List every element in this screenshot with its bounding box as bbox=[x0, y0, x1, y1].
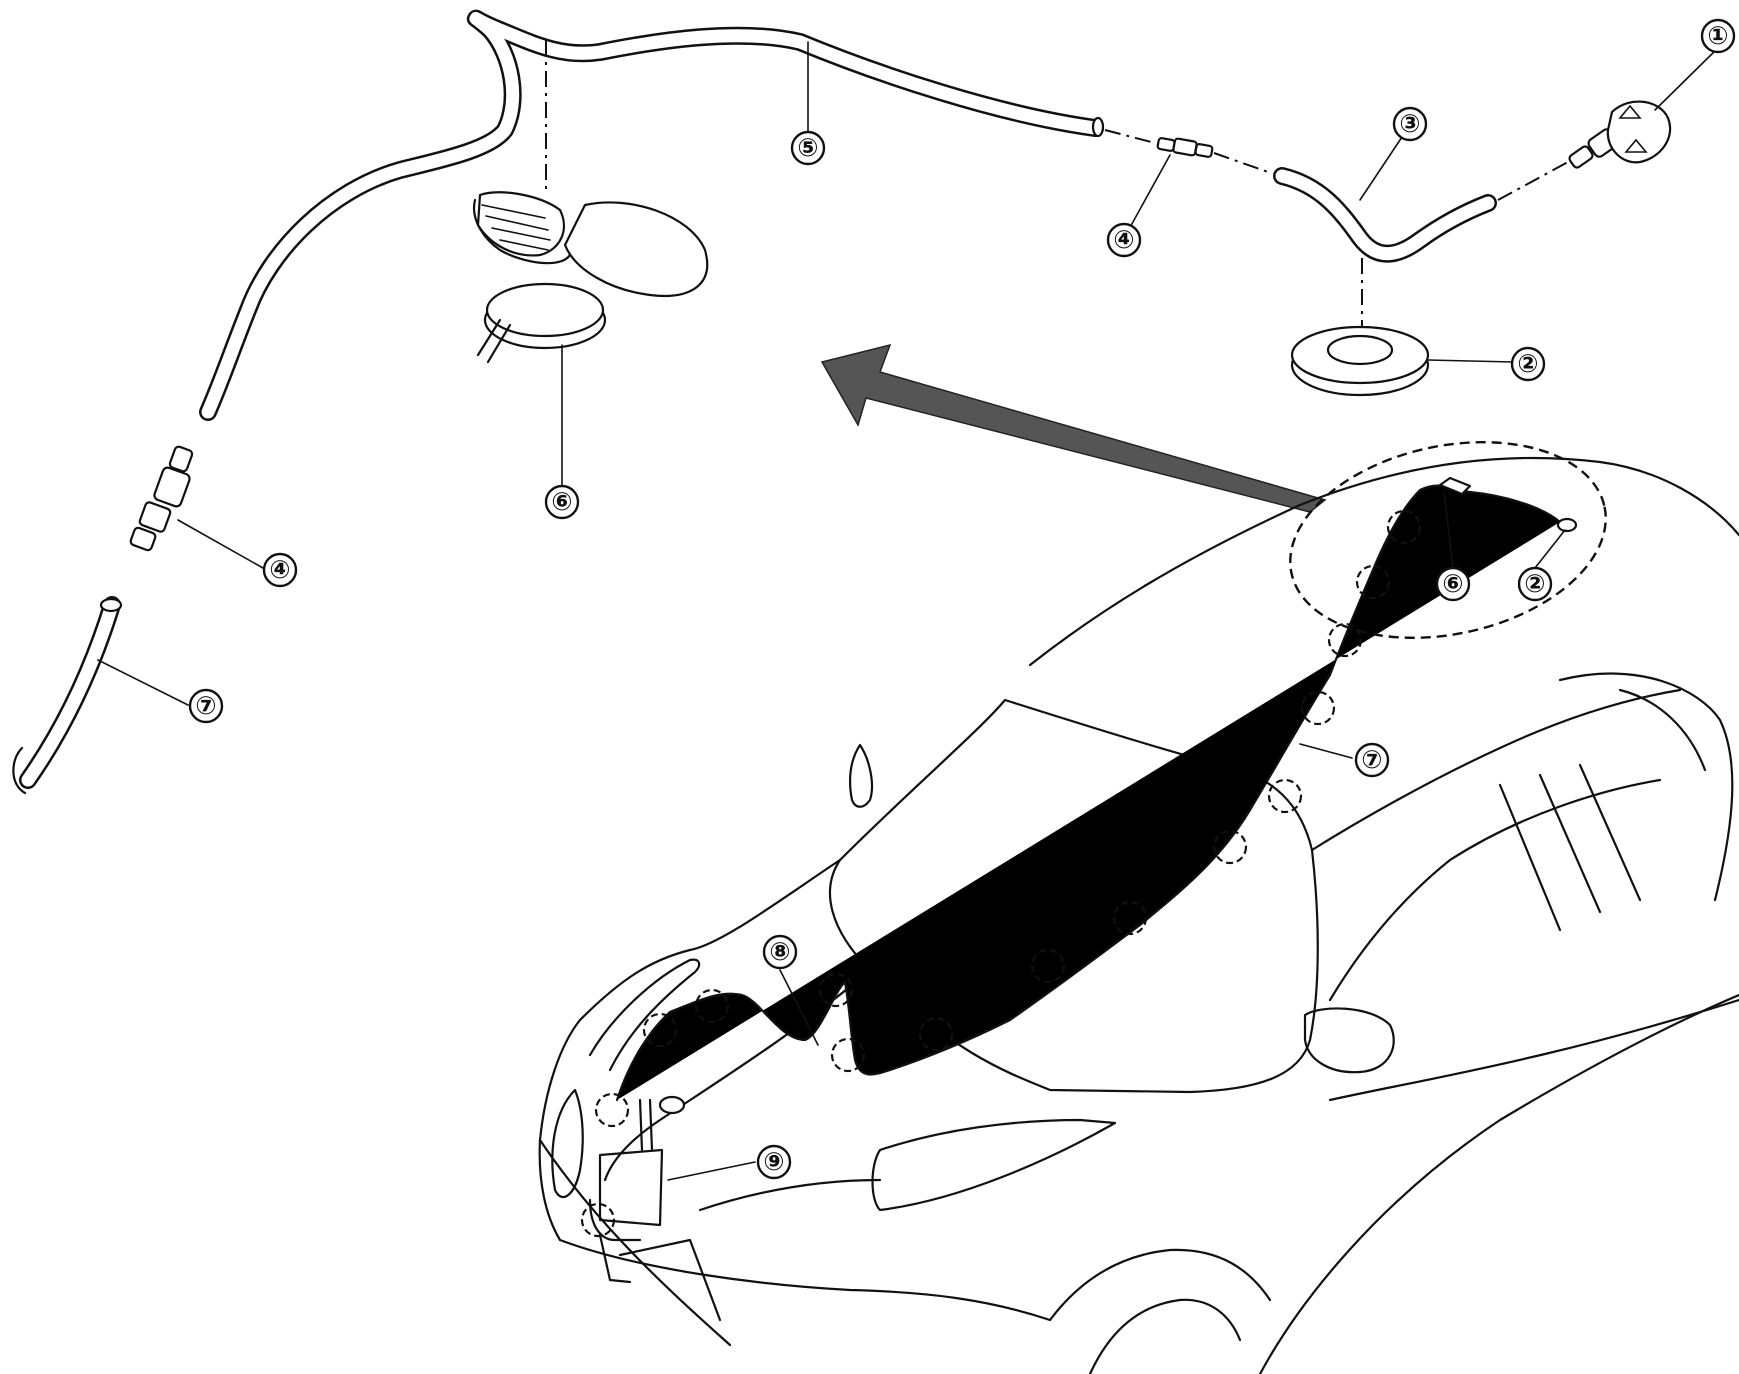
callout-4: ④ bbox=[1106, 222, 1142, 258]
vehicle-body-outline bbox=[538, 456, 1739, 1374]
callout-7-vehicle: ⑦ bbox=[1354, 742, 1390, 778]
svg-text:⑦: ⑦ bbox=[1361, 746, 1382, 774]
svg-text:④: ④ bbox=[269, 556, 290, 584]
callout-9: ⑨ bbox=[756, 1144, 792, 1180]
svg-text:⑤: ⑤ bbox=[797, 134, 818, 162]
hose-clip bbox=[1030, 948, 1066, 984]
svg-text:②: ② bbox=[1524, 570, 1545, 598]
hose-clip bbox=[694, 988, 730, 1024]
svg-text:④: ④ bbox=[1113, 226, 1134, 254]
assembly-line bbox=[1104, 129, 1156, 144]
svg-text:③: ③ bbox=[1399, 110, 1420, 138]
svg-text:⑧: ⑧ bbox=[769, 938, 790, 966]
hose-clip bbox=[1386, 509, 1422, 545]
hose-clip bbox=[1212, 829, 1248, 865]
hose-joint-4-lower bbox=[129, 445, 194, 552]
svg-text:⑥: ⑥ bbox=[551, 488, 572, 516]
hose-clip bbox=[830, 1037, 866, 1073]
hose-clip bbox=[1112, 900, 1148, 936]
callout-2: ② bbox=[1510, 346, 1546, 382]
hose-clip bbox=[818, 972, 854, 1008]
hose-clip bbox=[1327, 622, 1363, 658]
callout-6: ⑥ bbox=[544, 484, 580, 520]
assembly-line bbox=[1213, 152, 1269, 173]
svg-text:②: ② bbox=[1517, 350, 1538, 378]
detail-arrow bbox=[820, 343, 1327, 513]
hose-clip bbox=[918, 1016, 954, 1052]
washer-hose-3 bbox=[1273, 167, 1497, 263]
hose-clip bbox=[594, 1092, 630, 1128]
grommet-2 bbox=[1290, 258, 1430, 397]
hose-joint-4-upper bbox=[1156, 137, 1214, 158]
grommet-6 bbox=[472, 40, 709, 364]
hose-clip bbox=[580, 1202, 616, 1238]
detail-area-outline bbox=[1289, 441, 1607, 639]
hose-clip bbox=[1300, 690, 1336, 726]
callout-8: ⑧ bbox=[762, 934, 798, 970]
hose-clip bbox=[1267, 778, 1303, 814]
callout-2-vehicle: ② bbox=[1517, 566, 1553, 602]
callout-7: ⑦ bbox=[188, 688, 224, 724]
rear-washer-hose-5 bbox=[199, 9, 1104, 421]
washer-hose-7-detail bbox=[12, 596, 123, 795]
callout-1: ① bbox=[1700, 18, 1736, 54]
callout-6-vehicle: ⑥ bbox=[1435, 566, 1471, 602]
hose-clip bbox=[1355, 564, 1391, 600]
svg-text:①: ① bbox=[1707, 22, 1728, 50]
svg-text:⑨: ⑨ bbox=[763, 1148, 784, 1176]
callout-4-lower: ④ bbox=[262, 552, 298, 588]
washer-hose-7-routing bbox=[580, 476, 1578, 1238]
hose-clip bbox=[642, 1012, 678, 1048]
hose-5-end bbox=[1091, 116, 1105, 138]
washer-nozzle-1 bbox=[1568, 100, 1672, 169]
svg-text:⑥: ⑥ bbox=[1442, 570, 1463, 598]
callout-5: ⑤ bbox=[790, 130, 826, 166]
callout-3: ③ bbox=[1392, 106, 1428, 142]
svg-text:⑦: ⑦ bbox=[195, 692, 216, 720]
assembly-line bbox=[1497, 161, 1569, 201]
